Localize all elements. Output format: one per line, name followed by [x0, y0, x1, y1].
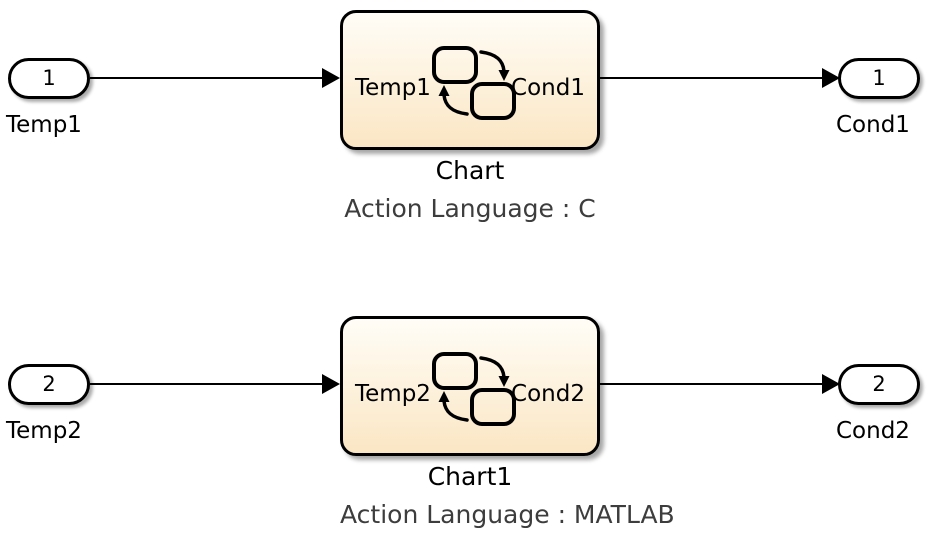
inport-block-1[interactable]: 1: [8, 58, 90, 99]
inport-number: 1: [42, 66, 56, 90]
outport-number: 2: [872, 372, 886, 396]
inport-block-2[interactable]: 2: [8, 364, 90, 405]
signal-arrow-out-icon: [822, 374, 840, 394]
outport-label: Cond1: [836, 112, 910, 138]
signal-arrow-in-icon: [322, 68, 340, 88]
signal-line-out[interactable]: [600, 383, 822, 385]
outport-number: 1: [872, 66, 886, 90]
outport-block-1[interactable]: 1: [838, 58, 920, 99]
chart-action-language-caption: Action Language : C: [344, 194, 596, 223]
inport-label: Temp1: [6, 112, 82, 138]
chart-input-label: Temp2: [355, 381, 431, 407]
inport-label: Temp2: [6, 418, 82, 444]
chart-input-label: Temp1: [355, 75, 431, 101]
chart-action-language-caption: Action Language : MATLAB: [340, 500, 675, 529]
stateflow-chart-block-1[interactable]: Temp1 Cond1: [340, 10, 600, 150]
outport-block-2[interactable]: 2: [838, 364, 920, 405]
chart-block-name: Chart1: [427, 462, 513, 491]
stateflow-chart-block-2[interactable]: Temp2 Cond2: [340, 316, 600, 456]
signal-line-in[interactable]: [90, 383, 322, 385]
signal-line-out[interactable]: [600, 77, 822, 79]
inport-number: 2: [42, 372, 56, 396]
outport-label: Cond2: [836, 418, 910, 444]
signal-arrow-in-icon: [322, 374, 340, 394]
signal-arrow-out-icon: [822, 68, 840, 88]
model-row-2: 2 Temp2 Temp2 Cond2 Chart1 Action Langua…: [0, 306, 930, 543]
signal-line-in[interactable]: [90, 77, 322, 79]
chart-output-label: Cond1: [511, 75, 585, 101]
chart-output-label: Cond2: [511, 381, 585, 407]
chart-block-name: Chart: [435, 156, 505, 185]
stateflow-chart-icon: [431, 351, 517, 427]
stateflow-chart-icon: [431, 45, 517, 121]
model-row-1: 1 Temp1 Temp1 Cond1 Chart Action Languag…: [0, 0, 930, 237]
